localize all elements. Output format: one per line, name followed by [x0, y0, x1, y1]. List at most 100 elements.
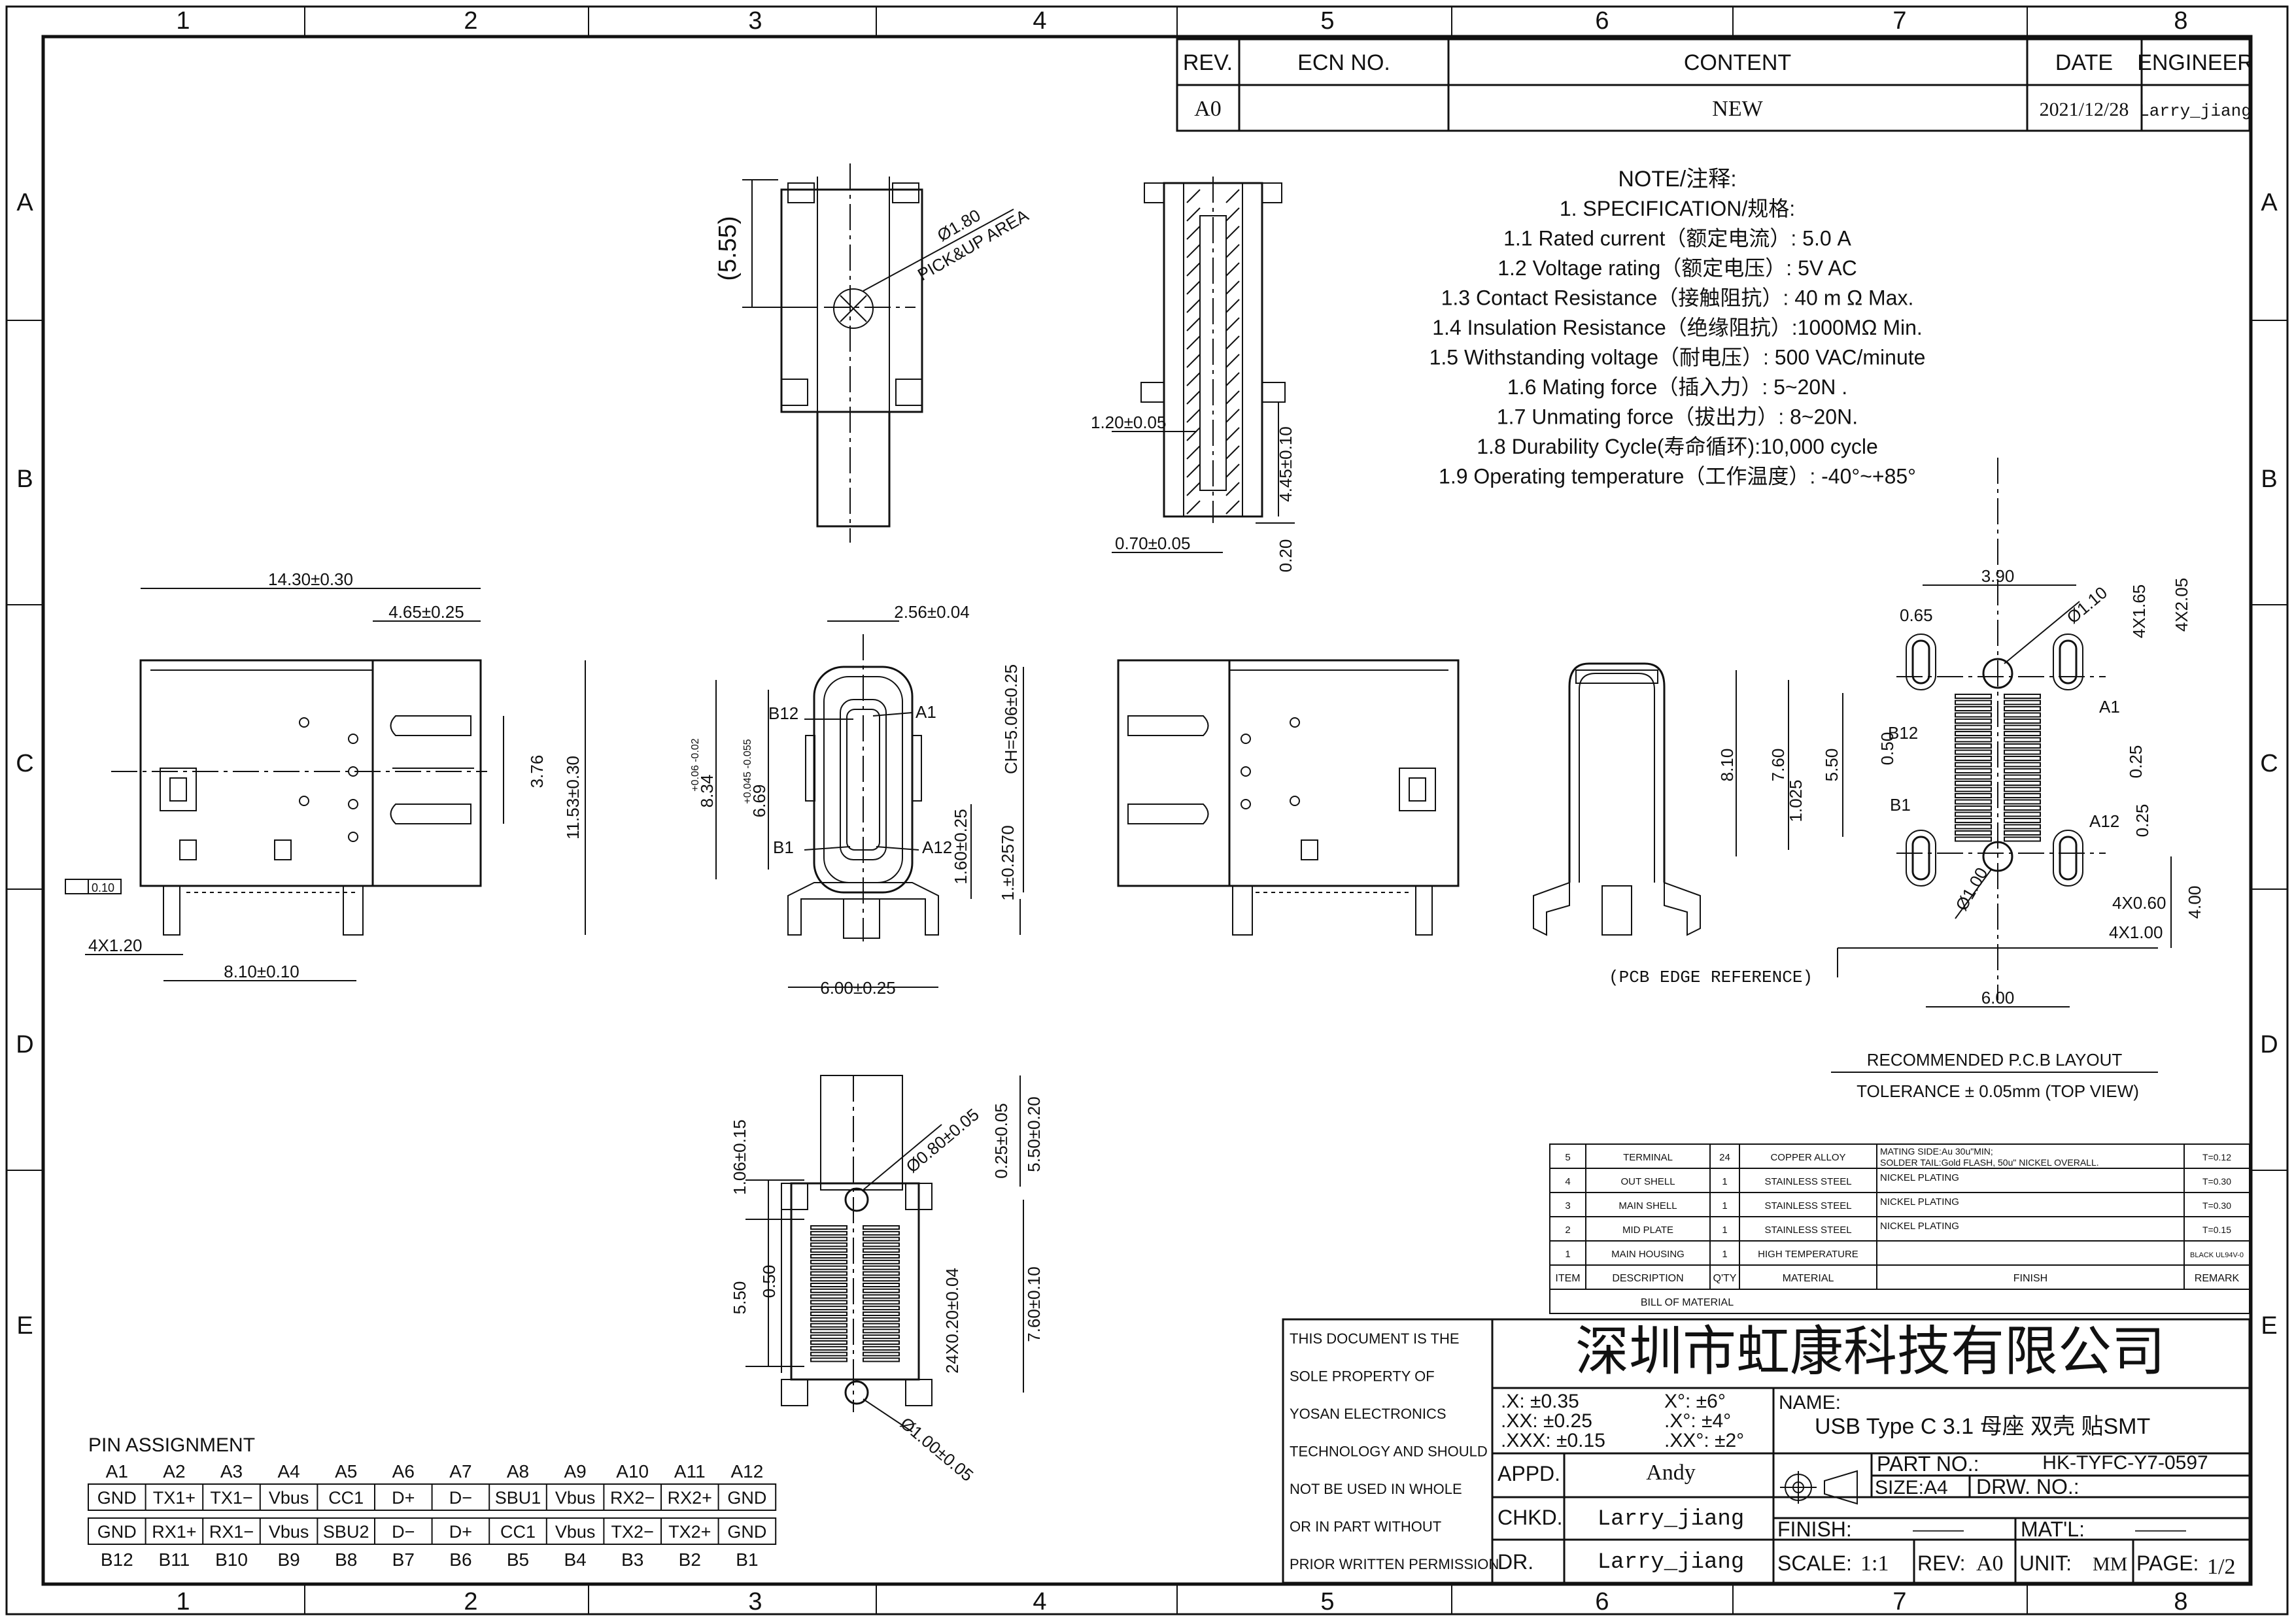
pin-label-top: A4	[277, 1461, 300, 1481]
bom-desc: OUT SHELL	[1620, 1176, 1675, 1187]
row-marker-left: B	[16, 465, 33, 493]
side-dim-1: 1.20±0.05	[1091, 413, 1166, 432]
row-marker-right: B	[2261, 465, 2277, 493]
tolerance-linear: .XX: ±0.25	[1501, 1410, 1592, 1432]
scale-label: SCALE:	[1777, 1551, 1852, 1575]
ecn-header: ECN NO.	[1297, 50, 1390, 75]
size-label: SIZE:A4	[1875, 1477, 1948, 1498]
tolerance-angle: X°: ±6°	[1664, 1391, 1726, 1412]
pcb-390-dim: 3.90	[1981, 566, 2015, 586]
pin-signal-bottom: SBU2	[323, 1522, 369, 1542]
bom-item: 5	[1565, 1152, 1570, 1163]
rev-header: REV.	[1183, 50, 1233, 75]
col-marker-top: 5	[1320, 7, 1334, 35]
pin-label-bottom: B2	[679, 1549, 701, 1570]
col-marker-top: 3	[748, 7, 762, 35]
note-line: 1.1 Rated current（额定电流）: 5.0 A	[1503, 227, 1851, 250]
finish-label: FINISH:	[1777, 1517, 1852, 1541]
bottom-dia-100: Ø1.00±0.05	[897, 1413, 977, 1485]
pcb-dia-110: Ø1.10	[2063, 583, 2112, 628]
chkd-label: CHKD.	[1498, 1506, 1563, 1529]
bom-remark: T=0.15	[2202, 1225, 2231, 1235]
front-h2-tol: +0.045 -0.055	[742, 739, 753, 804]
property-line: YOSAN ELECTRONICS	[1290, 1406, 1447, 1422]
bottom-dim-5: 0.50	[759, 1265, 779, 1298]
pin-signal-bottom: RX1−	[209, 1522, 254, 1542]
side-section-view: 1.20±0.05 4.45±0.10 0.70±0.05 0.20	[1091, 177, 1295, 572]
row-marker-left: E	[16, 1312, 33, 1340]
pin-label-top: A8	[507, 1461, 529, 1481]
col-marker-bottom: 5	[1320, 1588, 1334, 1616]
pin-signal-bottom: D−	[392, 1522, 415, 1542]
bom-qty: 1	[1722, 1225, 1727, 1236]
front-h-tol: +0.06 -0.02	[690, 738, 701, 792]
pin-signal-top: RX2−	[610, 1488, 655, 1508]
front-b12-label: B12	[768, 703, 798, 723]
pcb-205-dim: 4X2.05	[2172, 578, 2191, 632]
pin-label-bottom: B10	[215, 1549, 248, 1570]
bottom-view: 1.06±0.15 Ø0.80±0.05 0.25±0.05 5.50±0.20…	[730, 1075, 1044, 1485]
col-marker-top: 8	[2174, 7, 2187, 35]
pin-label-top: A7	[449, 1461, 471, 1481]
pcb-b1-label: B1	[1890, 795, 1911, 815]
pin-label-top: A10	[616, 1461, 649, 1481]
pin-signal-bottom: D+	[449, 1522, 472, 1542]
pin-signal-bottom: Vbus	[269, 1522, 309, 1542]
pin-label-top: A3	[220, 1461, 243, 1481]
bottom-dim-1: 1.06±0.15	[730, 1119, 749, 1194]
side-dim-4: 0.20	[1276, 539, 1295, 573]
left-side-view: 14.30±0.30 4.65±0.25 3.76 11.53±0.30 0.1…	[65, 569, 586, 981]
pcb-050-dim: 0.50	[1877, 732, 1897, 766]
note-line: 1.8 Durability Cycle(寿命循环):10,000 cycle	[1477, 435, 1878, 458]
pin-signal-top: RX2+	[668, 1488, 712, 1508]
bom-item: 2	[1565, 1225, 1570, 1236]
pin-signal-top: Vbus	[555, 1488, 596, 1508]
pcb-400-dim: 4.00	[2185, 886, 2204, 919]
left-h-dim: 3.76	[527, 755, 547, 788]
bom-finish: NICKEL PLATING	[1880, 1221, 1959, 1232]
part-value: HK-TYFC-Y7-0597	[2042, 1452, 2208, 1474]
row-marker-right: C	[2260, 750, 2278, 777]
note-line: 1.6 Mating force（插入力）: 5~20N .	[1507, 375, 1847, 399]
bom-header: MATERIAL	[1783, 1273, 1834, 1284]
pcb-600-dim: 6.00	[1981, 988, 2015, 1007]
bom-header: DESCRIPTION	[1612, 1273, 1683, 1284]
company-name: 深圳市虹康科技有限公司	[1575, 1322, 2165, 1381]
pin-signal-bottom: TX2−	[611, 1522, 654, 1542]
content-value: NEW	[1712, 97, 1763, 121]
bom-material: STAINLESS STEEL	[1764, 1225, 1851, 1236]
bom-finish: NICKEL PLATING	[1880, 1172, 1959, 1183]
pin-signal-top: TX1+	[153, 1488, 196, 1508]
property-line: NOT BE USED IN WHOLE	[1290, 1481, 1462, 1497]
finish-value: ———	[1913, 1519, 1964, 1539]
left-width-dim: 14.30±0.30	[268, 569, 353, 589]
engineer-value: Larry_jiang	[2139, 101, 2251, 121]
revision-block: REV. ECN NO. CONTENT DATE ENGINEER A0 NE…	[1176, 38, 2253, 132]
pin-label-bottom: B4	[564, 1549, 586, 1570]
flatness-dim: 0.10	[92, 881, 114, 894]
col-marker-top: 4	[1033, 7, 1046, 35]
page-label: PAGE:	[2136, 1551, 2199, 1575]
bom-desc: TERMINAL	[1623, 1152, 1673, 1163]
pin-signal-bottom: GND	[97, 1522, 137, 1542]
col-marker-bottom: 6	[1595, 1588, 1609, 1616]
front-a12-label: A12	[922, 837, 952, 857]
unit-value: MM	[2093, 1553, 2127, 1575]
pcb-060-dim: 4X0.60	[2112, 893, 2166, 913]
pcb-025a-dim: 0.25	[2126, 745, 2146, 779]
bom-header: REMARK	[2195, 1273, 2240, 1284]
col-marker-top: 6	[1595, 7, 1609, 35]
drw-label: DRW. NO.:	[1976, 1475, 2080, 1498]
note-line: 1.3 Contact Resistance（接触阻抗）: 40 m Ω Max…	[1441, 286, 1914, 310]
pin-signal-bottom: GND	[727, 1522, 766, 1542]
date-value: 2021/12/28	[2040, 99, 2129, 120]
scale-value: 1:1	[1860, 1551, 1889, 1576]
pin-signal-top: D+	[392, 1488, 415, 1508]
appd-label: APPD.	[1498, 1462, 1560, 1485]
pin-label-bottom: B3	[621, 1549, 643, 1570]
row-marker-left: A	[16, 189, 33, 216]
tolerance-angle: .X°: ±4°	[1664, 1410, 1731, 1432]
col-marker-bottom: 8	[2174, 1588, 2187, 1616]
